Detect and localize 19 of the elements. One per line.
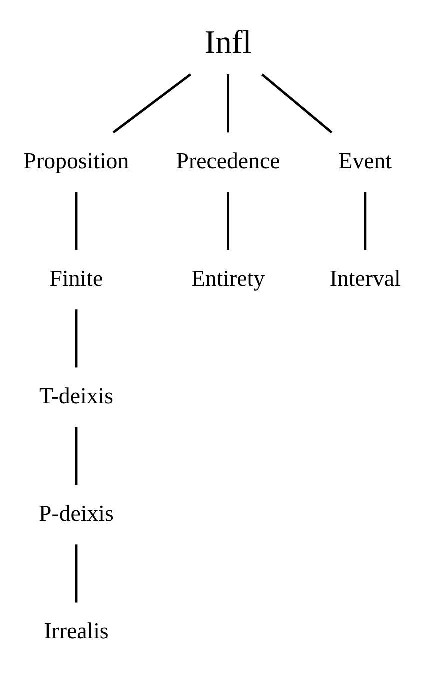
node-text: Proposition <box>23 148 129 174</box>
connector <box>112 74 191 134</box>
connector <box>226 192 229 250</box>
node-text: Finite <box>49 266 103 291</box>
node-text: Infl <box>204 24 252 61</box>
node-text: P-deixis <box>38 500 114 526</box>
node-text: T-deixis <box>38 383 113 408</box>
node-text: Entirety <box>190 266 265 291</box>
connector <box>226 74 229 133</box>
connector <box>74 310 78 368</box>
node-text: Event <box>338 148 392 174</box>
connector <box>260 74 332 134</box>
node-text: Irrealis <box>44 618 108 644</box>
node-text: Interval <box>329 266 400 291</box>
node-text: Precedence <box>176 148 280 174</box>
connector <box>364 192 366 250</box>
connector <box>74 192 78 250</box>
connector <box>74 544 78 603</box>
connector <box>74 427 78 486</box>
